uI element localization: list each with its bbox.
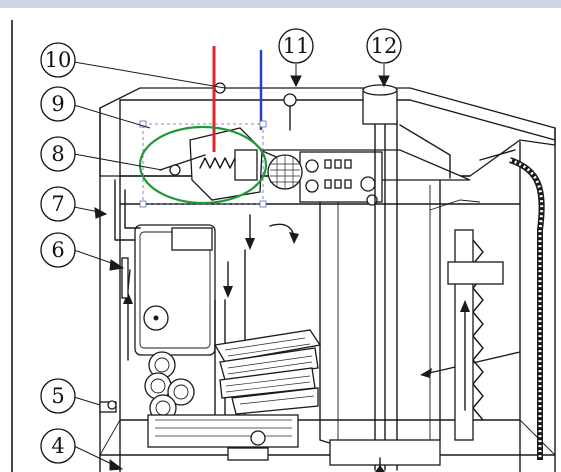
coil-exchanger [447,229,504,441]
callout-12: 12 [366,28,402,64]
callout-5-text: 5 [51,384,64,408]
callout-11: 11 [278,28,314,64]
wood-logs [144,329,322,422]
callout-8: 8 [40,136,76,172]
callout-11-text: 11 [283,34,310,58]
leader-lines [73,61,390,471]
callout-10-text: 10 [45,48,72,72]
overlays [138,46,268,208]
grate-row [147,414,441,472]
callout-8-text: 8 [51,142,64,166]
callout-5: 5 [40,378,76,414]
callout-4-text: 4 [51,434,64,458]
callout-6-text: 6 [51,238,64,262]
callout-12-text: 12 [371,34,398,58]
callout-labels: 10 9 8 7 6 5 4 [40,28,402,464]
water-tank [319,172,521,451]
callout-7-text: 7 [51,192,64,216]
callout-9-text: 9 [51,92,64,116]
callout-10: 10 [40,42,76,78]
heat-exchanger-block [114,179,216,361]
selection-box [142,123,264,205]
callout-6: 6 [40,232,76,268]
flex-conduit [508,157,545,460]
drain-valve [99,400,117,413]
callout-4: 4 [40,428,76,464]
window-top-strip [0,0,561,8]
callout-7: 7 [40,186,76,222]
highlight-circle [138,125,268,205]
top-fittings [214,82,516,211]
control-panel [259,149,471,206]
burner-assembly [159,127,263,201]
callout-9: 9 [40,86,76,122]
